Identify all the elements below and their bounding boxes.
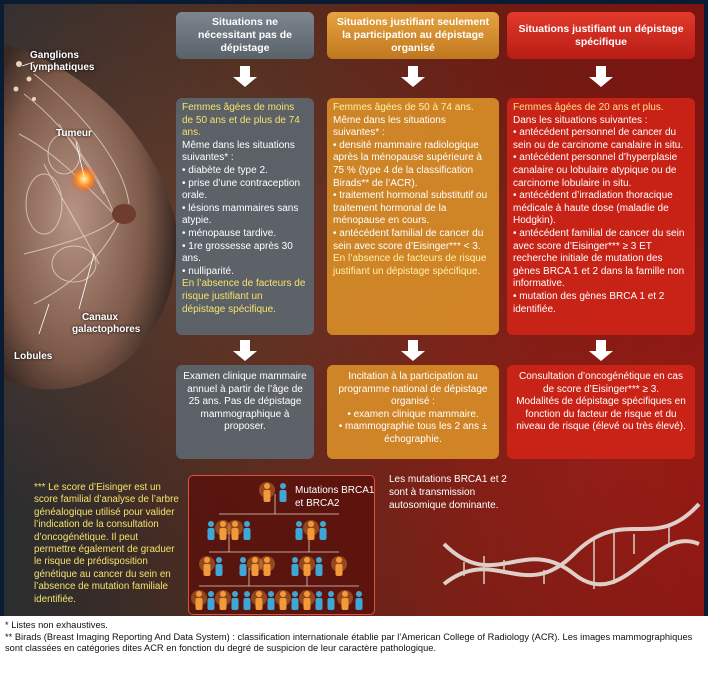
person-icon <box>216 557 223 576</box>
person-icon <box>208 591 215 610</box>
criteria-item: • prise d’une contraception orale. <box>182 178 308 203</box>
label-canaux: Canaux galactophores <box>72 312 128 336</box>
footnote-1: * Listes non exhaustives. <box>5 620 705 632</box>
recommendation-box-no-screening: Examen clinique mammaire annuel à partir… <box>176 365 314 459</box>
eisinger-score-note: *** Le score d’Eisinger est un score fam… <box>34 482 179 606</box>
person-icon <box>292 557 299 576</box>
criteria-lead: Dans les situations suivantes : <box>513 115 689 128</box>
criteria-item: • 1re grossesse après 30 ans. <box>182 241 308 266</box>
recommendation-item: • examen clinique mammaire. <box>333 409 493 422</box>
recommendation-box-organized-screening: Incitation à la participation au program… <box>327 365 499 459</box>
criteria-box-no-screening: Femmes âgées de moins de 50 ans et de pl… <box>176 98 314 335</box>
mutation-carrier-icon <box>199 556 215 576</box>
recommendation-body: Modalités de dépistage spécifiques en fo… <box>513 396 689 434</box>
recommendation-item: • mammographie tous les 2 ans ± échograp… <box>333 421 493 446</box>
person-icon <box>280 483 287 502</box>
criteria-item: • antécédent familial de cancer du sein … <box>513 228 689 291</box>
header-organized-screening: Situations justifiant seulement la parti… <box>327 12 499 59</box>
criteria-item: • antécédent familial de cancer du sein … <box>333 228 493 253</box>
mutation-carrier-icon <box>259 482 275 502</box>
person-icon <box>328 591 335 610</box>
label-tumeur: Tumeur <box>56 128 92 140</box>
criteria-outro: En l’absence de facteurs de risque justi… <box>182 278 308 316</box>
person-icon <box>356 591 363 610</box>
criteria-item: • diabète de type 2. <box>182 165 308 178</box>
mutation-carrier-icon <box>299 590 315 610</box>
infographic: Ganglions lymphatiques Tumeur Canaux gal… <box>4 4 704 616</box>
criteria-item: • nulliparité. <box>182 266 308 279</box>
person-icon <box>296 521 303 540</box>
criteria-intro: Femmes âgées de 20 ans et plus. <box>513 102 689 115</box>
header-no-screening: Situations ne nécessitant pas de dépista… <box>176 12 314 59</box>
criteria-lead: Même dans les situations suivantes* : <box>333 115 493 140</box>
recommendation-title: Consultation d’oncogénétique en cas de s… <box>513 371 689 396</box>
mutation-carrier-icon <box>331 556 347 576</box>
mutation-legend-label: Mutations BRCA1 et BRCA2 <box>295 484 375 510</box>
criteria-lead: Même dans les situations suivantes* : <box>182 140 308 165</box>
person-icon <box>244 521 251 540</box>
person-icon <box>292 591 299 610</box>
person-icon <box>316 557 323 576</box>
breast-anatomy-illustration <box>4 4 184 474</box>
criteria-item: • densité mammaire radiologique après la… <box>333 140 493 190</box>
mutation-carrier-icon <box>251 590 267 610</box>
label-lobules: Lobules <box>14 351 52 363</box>
criteria-intro: Femmes âgées de moins de 50 ans et de pl… <box>182 102 308 140</box>
header-specific-screening: Situations justifiant un dépistage spéci… <box>507 12 695 59</box>
person-icon <box>208 521 215 540</box>
mutation-carrier-icon <box>337 590 353 610</box>
label-ganglions: Ganglions lymphatiques <box>30 50 90 74</box>
mutation-carrier-icon <box>303 520 319 540</box>
mutation-carrier-icon <box>299 556 315 576</box>
criteria-box-organized-screening: Femmes âgées de 50 à 74 ans. Même dans l… <box>327 98 499 335</box>
person-icon <box>320 521 327 540</box>
criteria-intro: Femmes âgées de 50 à 74 ans. <box>333 102 493 115</box>
footnotes: * Listes non exhaustives. ** Birads (Bre… <box>5 620 705 655</box>
criteria-item: • traitement hormonal substitutif ou tra… <box>333 190 493 228</box>
person-icon <box>232 591 239 610</box>
criteria-box-specific-screening: Femmes âgées de 20 ans et plus. Dans les… <box>507 98 695 335</box>
criteria-item: • mutation des gènes BRCA 1 et 2 identif… <box>513 291 689 316</box>
mutation-carrier-icon <box>191 590 207 610</box>
person-icon <box>268 591 275 610</box>
mutation-carrier-icon <box>259 556 275 576</box>
brca-transmission-text: Les mutations BRCA1 et 2 sont à transmis… <box>389 473 514 512</box>
criteria-outro: En l’absence de facteurs de risque justi… <box>333 253 493 278</box>
dna-helix-illustration <box>434 434 704 616</box>
recommendation-title: Incitation à la participation au program… <box>333 371 493 409</box>
mutation-carrier-icon <box>275 590 291 610</box>
criteria-item: • antécédent personnel d’hyperplasie can… <box>513 152 689 190</box>
mutation-carrier-icon <box>215 590 231 610</box>
person-icon <box>244 591 251 610</box>
criteria-item: • antécédent personnel de cancer du sein… <box>513 127 689 152</box>
criteria-item: • ménopause tardive. <box>182 228 308 241</box>
person-icon <box>240 557 247 576</box>
recommendation-box-specific-screening: Consultation d’oncogénétique en cas de s… <box>507 365 695 459</box>
criteria-item: • antécédent d’irradiation thoracique mé… <box>513 190 689 228</box>
person-icon <box>316 591 323 610</box>
criteria-item: • lésions mammaires sans atypie. <box>182 203 308 228</box>
footnote-2: ** Birads (Breast Imaging Reporting And … <box>5 632 705 655</box>
